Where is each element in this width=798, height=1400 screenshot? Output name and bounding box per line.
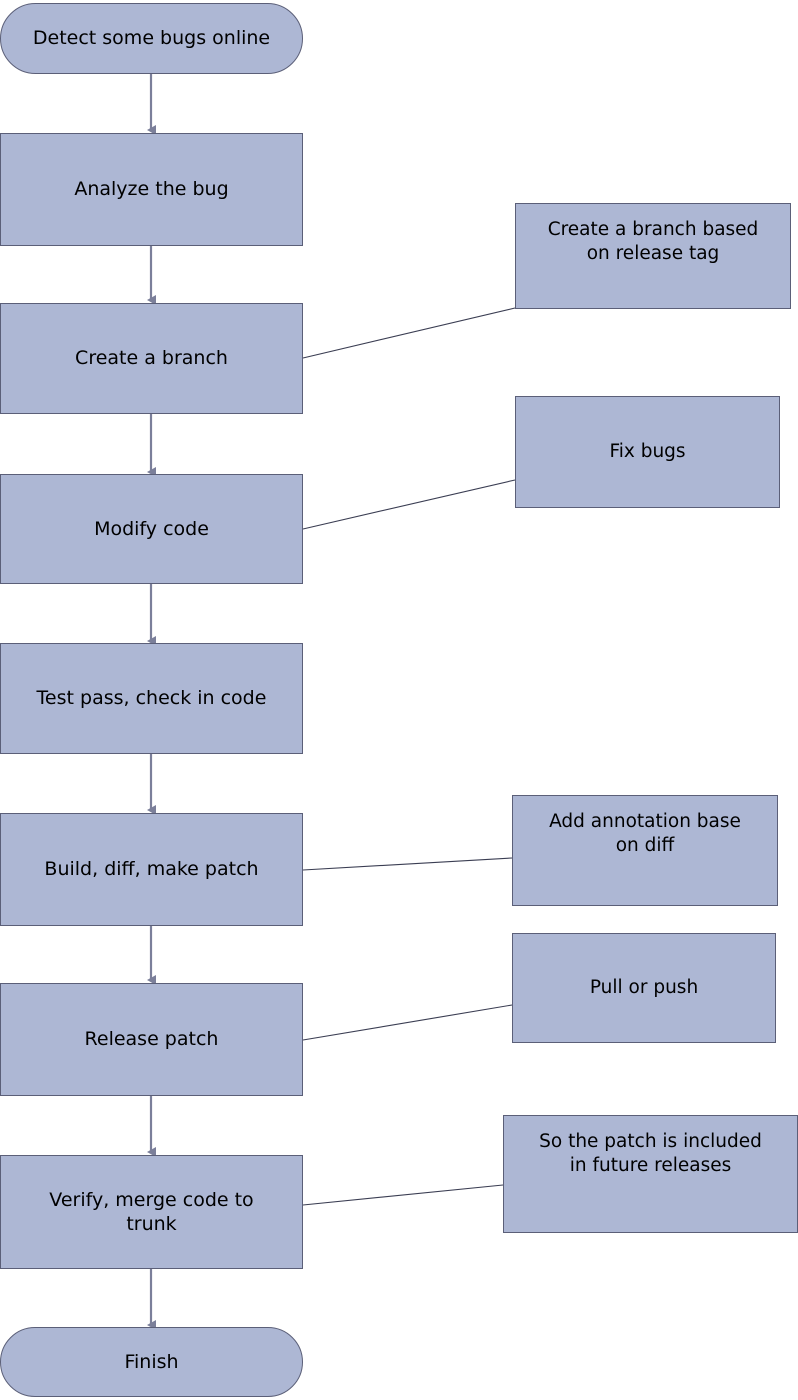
note-fix-bugs[interactable]: Fix bugs — [515, 396, 780, 508]
flow-node-verify-merge-label: Verify, merge code to trunk — [49, 1188, 254, 1235]
note-create-branch-release-tag[interactable]: Create a branch based on release tag — [515, 203, 791, 309]
flow-node-start[interactable]: Detect some bugs online — [0, 3, 303, 74]
flow-node-create-branch-label: Create a branch — [75, 347, 228, 370]
flow-node-analyze-label: Analyze the bug — [74, 178, 229, 201]
flow-node-build-diff-patch[interactable]: Build, diff, make patch — [0, 813, 303, 926]
flow-node-finish-label: Finish — [124, 1350, 179, 1373]
note-add-annotation-on-diff-label: Add annotation base on diff — [549, 811, 741, 857]
flow-node-release-patch-label: Release patch — [84, 1028, 219, 1051]
note-patch-in-future-releases[interactable]: So the patch is included in future relea… — [503, 1115, 798, 1233]
flow-node-create-branch[interactable]: Create a branch — [0, 303, 303, 414]
leader-build — [302, 857, 513, 871]
note-pull-or-push[interactable]: Pull or push — [512, 933, 776, 1043]
flow-node-release-patch[interactable]: Release patch — [0, 983, 303, 1096]
flow-node-test-checkin-label: Test pass, check in code — [36, 687, 267, 710]
flow-node-modify-code[interactable]: Modify code — [0, 474, 303, 584]
leader-verify — [302, 1184, 504, 1206]
leader-branch — [302, 307, 516, 359]
note-fix-bugs-label: Fix bugs — [609, 440, 686, 462]
flow-node-start-label: Detect some bugs online — [32, 27, 271, 50]
note-patch-in-future-releases-label: So the patch is included in future relea… — [539, 1131, 762, 1177]
flow-node-modify-code-label: Modify code — [94, 517, 209, 540]
flow-node-analyze[interactable]: Analyze the bug — [0, 133, 303, 246]
note-pull-or-push-label: Pull or push — [589, 976, 699, 998]
flow-node-finish[interactable]: Finish — [0, 1327, 303, 1397]
flow-node-test-checkin[interactable]: Test pass, check in code — [0, 643, 303, 754]
note-create-branch-release-tag-label: Create a branch based on release tag — [547, 219, 759, 265]
leader-release — [302, 1004, 513, 1041]
note-leader-lines — [302, 307, 516, 1206]
flow-node-verify-merge[interactable]: Verify, merge code to trunk — [0, 1155, 303, 1269]
note-add-annotation-on-diff[interactable]: Add annotation base on diff — [512, 795, 778, 906]
flow-node-build-diff-patch-label: Build, diff, make patch — [44, 858, 259, 881]
leader-modify — [302, 479, 516, 530]
